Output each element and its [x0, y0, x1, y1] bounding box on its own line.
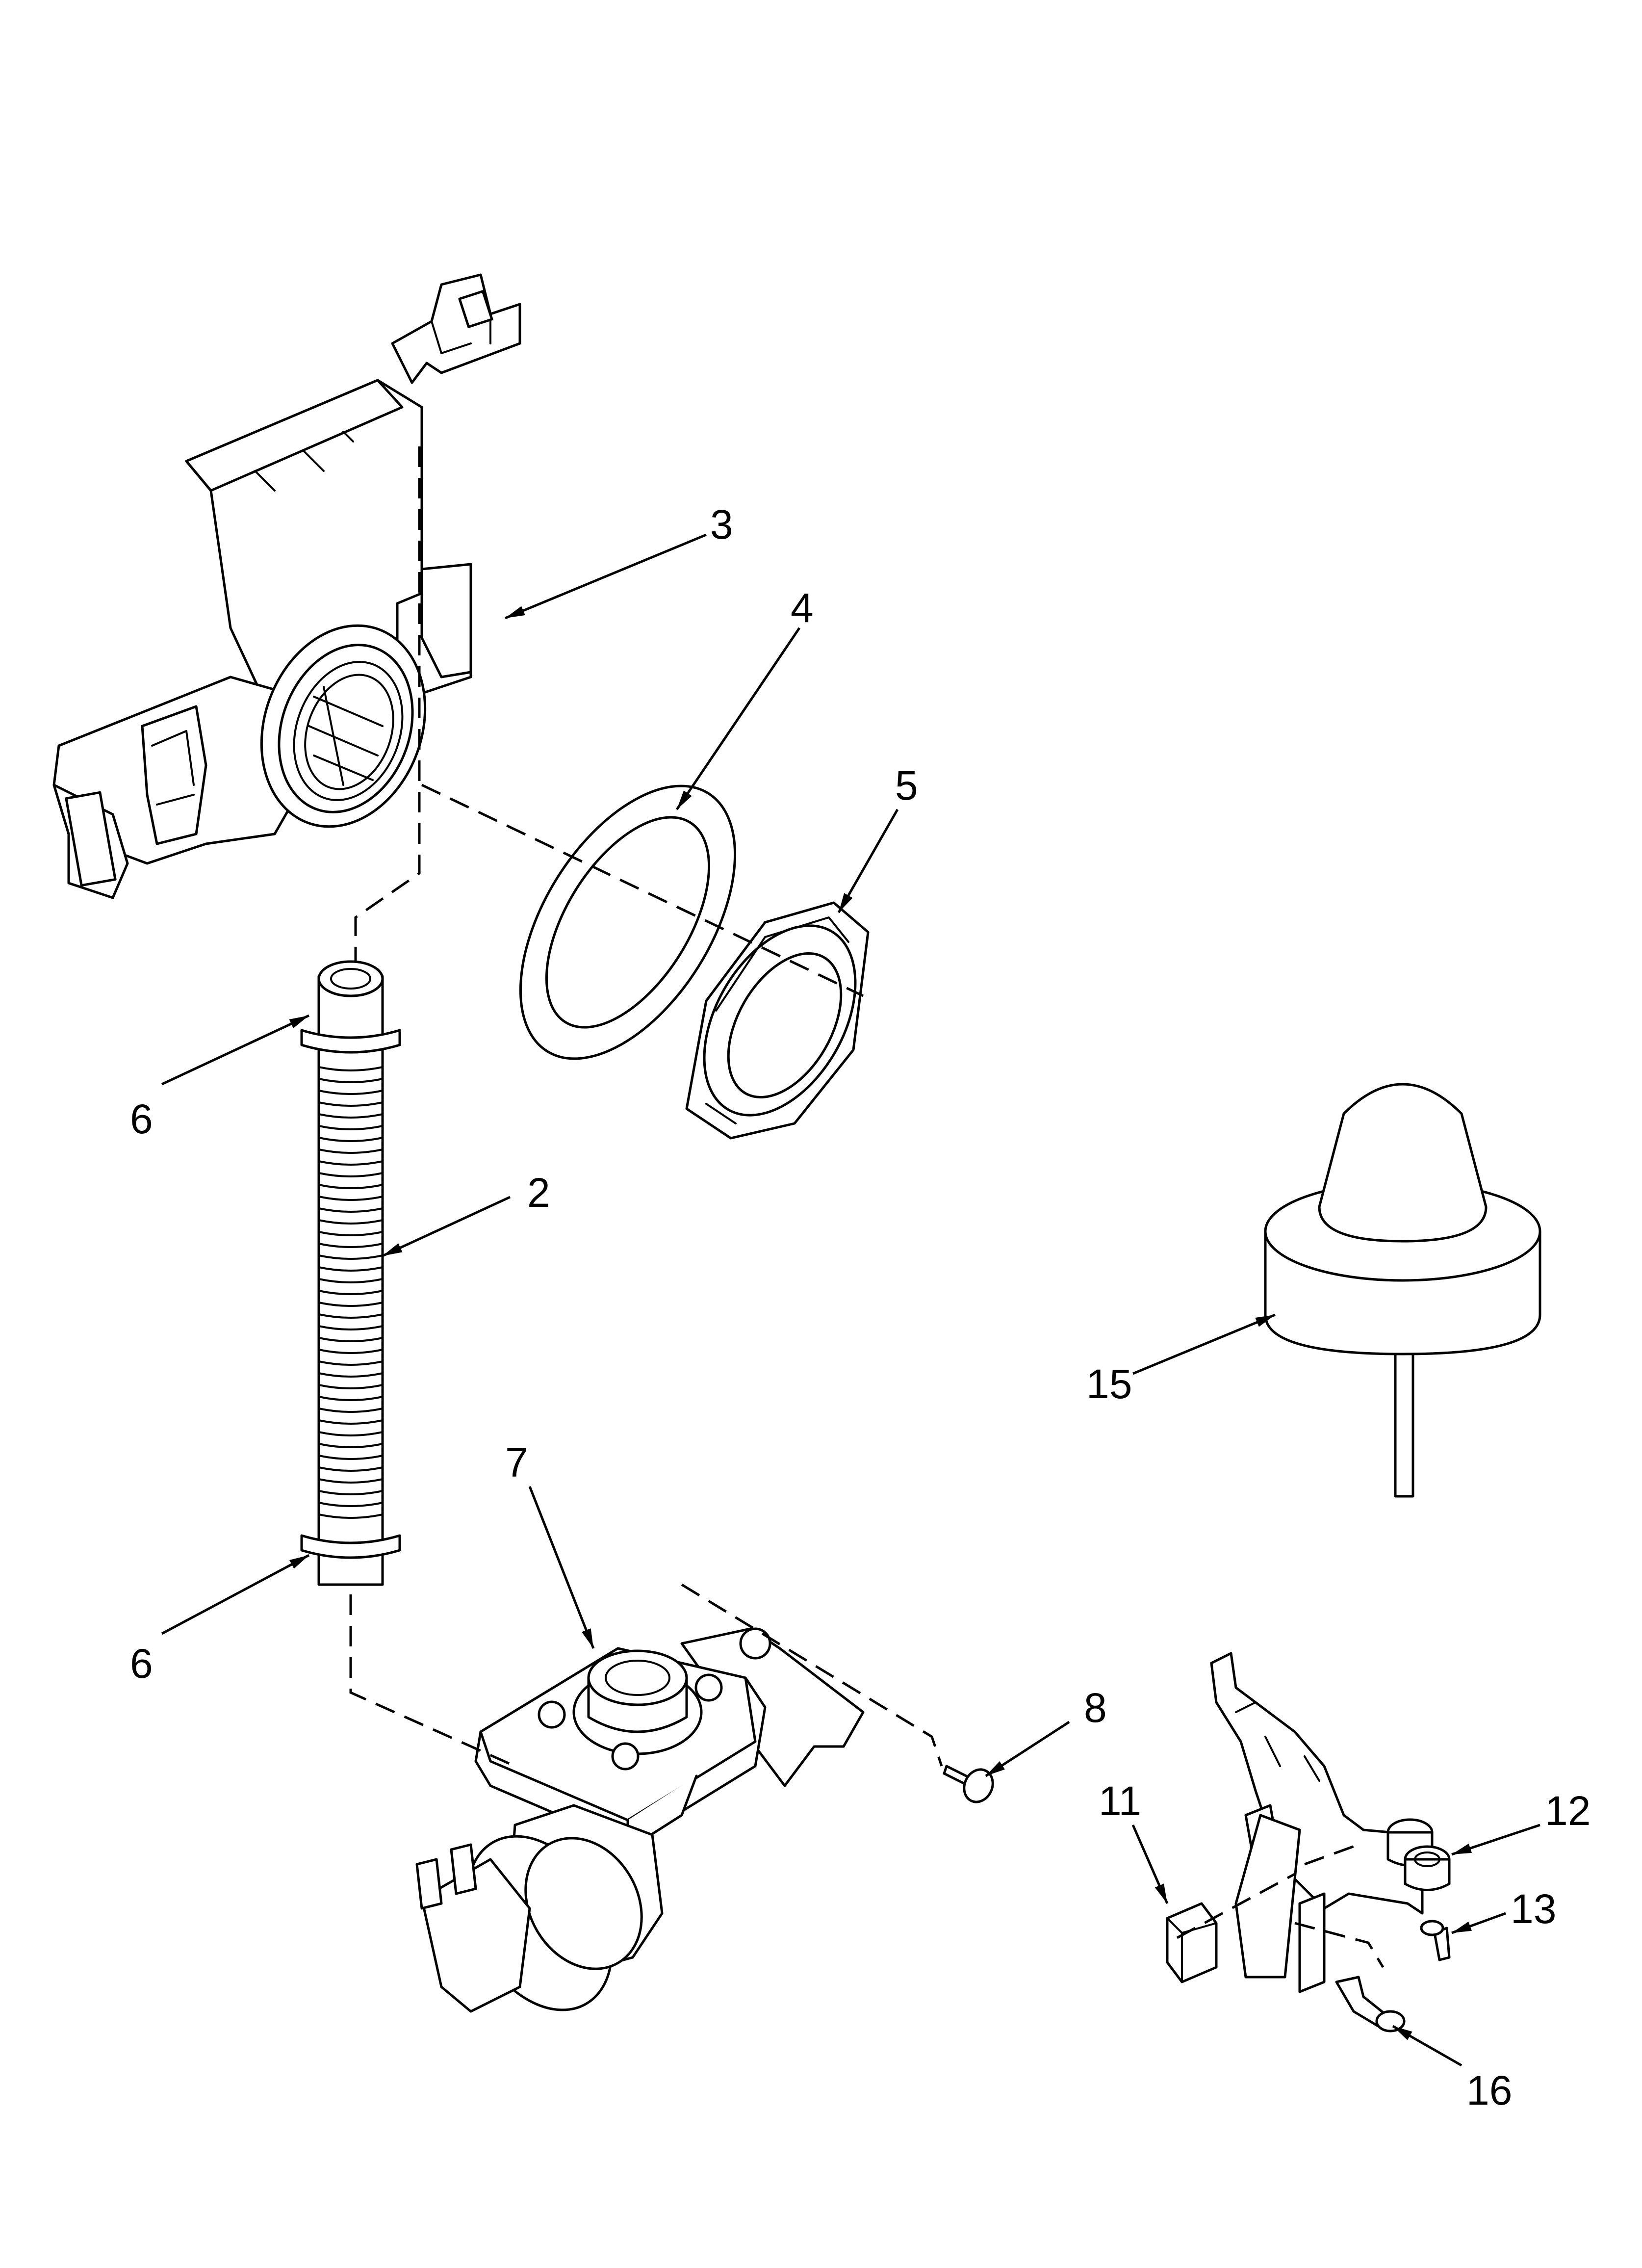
hose-corrugation	[318, 1360, 384, 1366]
callout-11: 11	[1099, 1778, 1141, 1824]
hose-corrugation	[318, 1231, 384, 1236]
hose-corrugation	[318, 1137, 384, 1142]
callout-3: 3	[710, 501, 733, 547]
callout-6-top: 6	[130, 1096, 153, 1142]
hose-corrugation	[318, 1431, 384, 1436]
hose-corrugation	[318, 1148, 384, 1154]
callout-7: 7	[505, 1439, 528, 1486]
hose-corrugation	[318, 1302, 384, 1307]
hose-corrugation	[318, 1478, 384, 1484]
part-2-hose	[300, 960, 401, 1586]
hose-corrugation	[318, 1196, 384, 1201]
hose-corrugation	[318, 1101, 384, 1107]
part-15-float	[1264, 1083, 1541, 1498]
part-7-water-valve	[415, 1627, 865, 2013]
hose-corrugation	[318, 1113, 384, 1119]
hose-corrugation	[318, 1184, 384, 1189]
callout-13: 13	[1511, 1886, 1556, 1932]
hose-corrugation	[318, 1384, 384, 1389]
leader-lines	[161, 533, 1540, 2067]
hose-corrugation	[318, 1337, 384, 1342]
hose-corrugation	[318, 1207, 384, 1213]
hose-corrugation	[318, 1396, 384, 1401]
callout-labels: 3 4 5 6 2 15 7 6 8 11 12 13 16	[130, 501, 1591, 2113]
hose-corrugation	[318, 1078, 384, 1083]
hose-corrugation	[318, 1290, 384, 1295]
callout-4: 4	[791, 585, 814, 631]
hose-corrugation	[318, 1160, 384, 1166]
callout-15: 15	[1086, 1361, 1132, 1407]
hose-corrugation	[318, 1419, 384, 1425]
hose-corrugation	[318, 1325, 384, 1330]
hose-corrugation	[318, 1278, 384, 1283]
callout-16: 16	[1466, 2067, 1512, 2113]
part-5-nut	[685, 901, 870, 1140]
callout-12: 12	[1545, 1788, 1591, 1834]
part-4-gasket	[519, 784, 737, 1060]
hose-corrugation	[318, 1455, 384, 1460]
callout-6-bottom: 6	[130, 1641, 153, 1687]
hose-corrugation	[318, 1502, 384, 1507]
hose-corrugation	[318, 1266, 384, 1272]
hose-corrugation	[318, 1349, 384, 1354]
hose-corrugation	[318, 1408, 384, 1413]
alignment-lines	[349, 446, 1385, 1968]
hose-corrugation	[318, 1443, 384, 1448]
callout-5: 5	[895, 762, 918, 808]
hose-corrugation	[318, 1243, 384, 1248]
part-8-screw	[943, 1765, 994, 1803]
callout-8: 8	[1084, 1685, 1107, 1731]
hose-corrugation	[318, 1090, 384, 1095]
hose-corrugation	[318, 1254, 384, 1260]
hose-corrugation	[318, 1172, 384, 1177]
hose-corrugation	[318, 1490, 384, 1495]
hose-corrugation	[318, 1513, 384, 1519]
hose-corrugation	[318, 1219, 384, 1225]
hose-corrugation	[318, 1125, 384, 1130]
hose-corrugation	[318, 1066, 384, 1071]
hose-corrugation	[318, 1372, 384, 1378]
hose-corrugation	[318, 1313, 384, 1319]
switch-bracket-assembly	[1166, 1652, 1451, 2033]
hose-corrugation	[318, 1466, 384, 1472]
callout-2: 2	[527, 1170, 550, 1216]
part-3-inlet-housing	[52, 273, 521, 899]
